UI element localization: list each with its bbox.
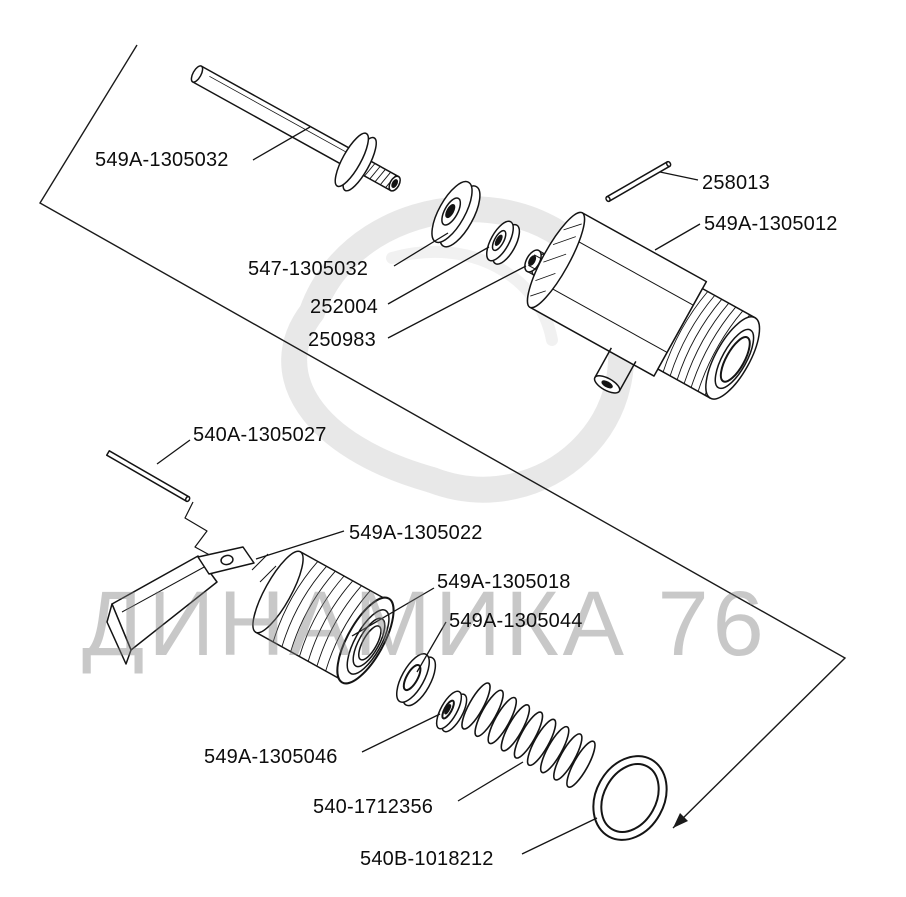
- part-label-250983: 250983: [308, 329, 376, 351]
- part-disc: [431, 180, 481, 248]
- part-label-547-1305032: 547-1305032: [248, 258, 369, 280]
- part-label-549a-1305022: 549А-1305022: [349, 522, 483, 544]
- valve-side-port: [593, 347, 637, 394]
- part-label-549a-1305018: 549А-1305018: [437, 571, 571, 593]
- part-label-549a-1305012: 549А-1305012: [704, 213, 838, 235]
- construction-lines: [39, 44, 847, 829]
- part-fitting: [252, 550, 395, 685]
- part-needle-link: [184, 501, 218, 560]
- part-label-540-1712356: 540-1712356: [313, 796, 434, 818]
- part-label-549a-1305044: 549А-1305044: [449, 610, 583, 632]
- part-valve-body: [526, 211, 761, 400]
- leader-lines: [156, 126, 701, 855]
- part-seal-washer: [396, 653, 437, 707]
- part-rod: [106, 450, 191, 503]
- part-pin: [605, 160, 672, 203]
- part-label-540b-1018212: 540В-1018212: [360, 848, 494, 870]
- part-sealing-ring: [592, 755, 668, 841]
- part-label-549a-1305032: 549А-1305032: [95, 149, 229, 171]
- part-label-252004: 252004: [310, 296, 378, 318]
- part-washer: [485, 220, 521, 265]
- part-small-washer: [435, 690, 468, 733]
- part-pushrod: [190, 65, 401, 192]
- part-spring: [461, 682, 596, 788]
- part-label-258013: 258013: [702, 172, 770, 194]
- part-label-549a-1305046: 549А-1305046: [204, 746, 338, 768]
- part-lever: [106, 546, 293, 665]
- arrowhead: [673, 813, 688, 828]
- part-label-540a-1305027: 540А-1305027: [193, 424, 327, 446]
